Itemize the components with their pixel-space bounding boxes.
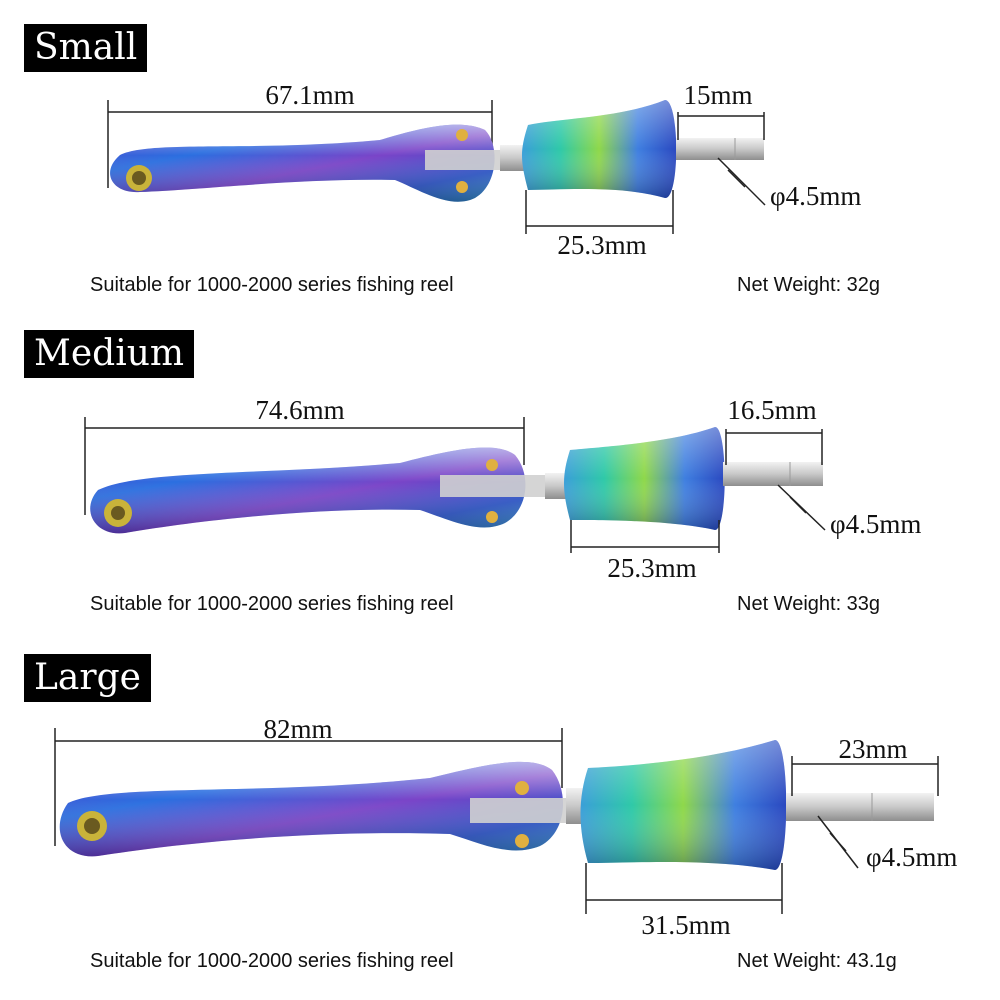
arm-length-label: 67.1mm (265, 80, 354, 110)
suitability-note: Suitable for 1000-2000 series fishing re… (90, 274, 454, 296)
variant-large: Large 82mm 31.5mm (0, 648, 1000, 1000)
size-badge: Medium (24, 330, 195, 378)
variant-medium: Medium 74.6mm 25.3mm (0, 325, 1000, 645)
shaft-diameter-label: φ4.5mm (830, 509, 921, 539)
arm-length-label: 82mm (263, 714, 332, 744)
shaft-length-label: 23mm (838, 734, 907, 764)
handle-knob (500, 100, 677, 199)
arm-screw (456, 129, 468, 141)
handle-arm (110, 124, 500, 202)
shaft-length-dimension: 16.5mm (725, 395, 823, 465)
shaft-length-label: 15mm (683, 80, 752, 110)
suitability-note: Suitable for 1000-2000 series fishing re… (90, 950, 454, 972)
handle-knob (545, 427, 725, 530)
handle-arm (59, 761, 590, 857)
handle-shaft (786, 793, 934, 821)
arm-screw (515, 781, 529, 795)
shaft-diameter-dimension: φ4.5mm (817, 815, 957, 872)
shaft-length-dimension: 23mm (791, 734, 939, 796)
size-badge: Small (24, 24, 148, 72)
knob-length-label: 31.5mm (641, 910, 730, 940)
knob-length-label: 25.3mm (607, 553, 696, 583)
arm-length-label: 74.6mm (255, 395, 344, 425)
net-weight: Net Weight: 33g (737, 593, 881, 615)
variant-small: Small 67.1mm 25.3 (0, 0, 1000, 320)
knob-length-dimension: 25.3mm (570, 520, 720, 583)
handle-shaft (676, 138, 764, 160)
knob-length-dimension: 31.5mm (585, 863, 783, 940)
arm-length-dimension: 67.1mm (107, 80, 493, 188)
handle-diagram-medium: 74.6mm 25.3mm (84, 395, 921, 583)
shaft-diameter-dimension: φ4.5mm (717, 157, 861, 211)
shaft-diameter-label: φ4.5mm (770, 181, 861, 211)
handle-diagram-large: 82mm 31.5mm (54, 714, 957, 940)
arm-screw (486, 459, 498, 471)
shaft-diameter-dimension: φ4.5mm (777, 484, 921, 539)
shaft-diameter-label: φ4.5mm (866, 842, 957, 872)
arm-screw (515, 834, 529, 848)
net-weight: Net Weight: 43.1g (737, 950, 897, 972)
handle-arm (90, 447, 550, 534)
knob-length-label: 25.3mm (557, 230, 646, 260)
arm-length-dimension: 82mm (54, 714, 563, 846)
shaft-length-dimension: 15mm (677, 80, 765, 140)
knob-length-dimension: 25.3mm (525, 190, 674, 260)
suitability-note: Suitable for 1000-2000 series fishing re… (90, 593, 454, 615)
size-badge: Large (24, 654, 151, 702)
shaft-length-label: 16.5mm (727, 395, 816, 425)
net-weight: Net Weight: 32g (737, 274, 881, 296)
handle-diagram-small: 67.1mm 25.3mm (107, 80, 861, 260)
arm-screw (486, 511, 498, 523)
handle-shaft (723, 462, 823, 486)
handle-knob (566, 740, 787, 870)
arm-length-dimension: 74.6mm (84, 395, 525, 515)
arm-screw (456, 181, 468, 193)
